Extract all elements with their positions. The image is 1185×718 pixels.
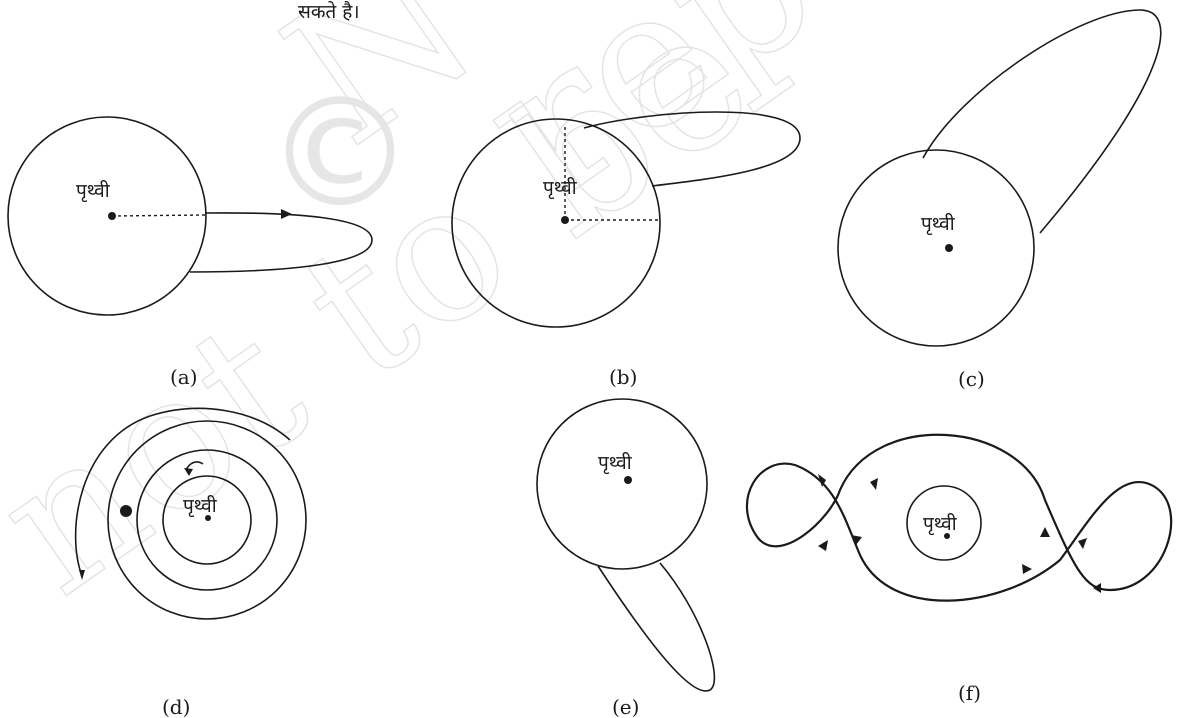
watermark: © N rep not to be	[0, 0, 852, 637]
earth-circle	[838, 150, 1034, 346]
top-clipped-text: सकते है।	[298, 0, 360, 23]
orbit-arrow-3	[851, 535, 862, 545]
earth-center-dot	[624, 476, 632, 484]
earth-center-dot	[945, 244, 953, 252]
earth-center-dot	[108, 212, 116, 220]
panel-e: पृथ्वी (e)	[537, 399, 714, 718]
panel-label: (b)	[609, 365, 637, 389]
panel-label: (d)	[162, 695, 190, 718]
orbit-arrow-8	[1093, 583, 1101, 593]
earth-label: पृथ्वी	[543, 176, 578, 200]
orbit-arrow-7	[1022, 564, 1032, 574]
earth-label: पृथ्वी	[923, 512, 958, 536]
satellite-dot	[120, 505, 132, 517]
panel-label: (e)	[612, 695, 639, 718]
orbit-arrow-5	[1040, 527, 1050, 537]
orbit-arrow-2	[870, 478, 878, 490]
earth-circle	[537, 399, 707, 569]
radius-dashed-line	[112, 215, 205, 216]
earth-circle	[8, 117, 206, 315]
panel-c: पृथ्वी (c)	[838, 10, 1161, 391]
earth-label: पृथ्वी	[921, 212, 956, 236]
orbit-path	[923, 10, 1161, 233]
earth-label: पृथ्वी	[183, 494, 218, 518]
orbit-arrow-4	[818, 540, 828, 551]
panel-f: पृथ्वी (f)	[747, 435, 1171, 705]
orbit-figure-eight-path	[747, 435, 1171, 601]
panel-label: (c)	[958, 367, 985, 391]
earth-center-dot	[561, 216, 569, 224]
earth-label: पृथ्वी	[598, 451, 633, 475]
orbit-path	[598, 563, 714, 691]
panel-label: (f)	[958, 681, 981, 705]
orbit-arrow-6	[1078, 538, 1087, 549]
earth-label: पृथ्वी	[76, 179, 111, 203]
panel-label: (a)	[170, 365, 198, 389]
